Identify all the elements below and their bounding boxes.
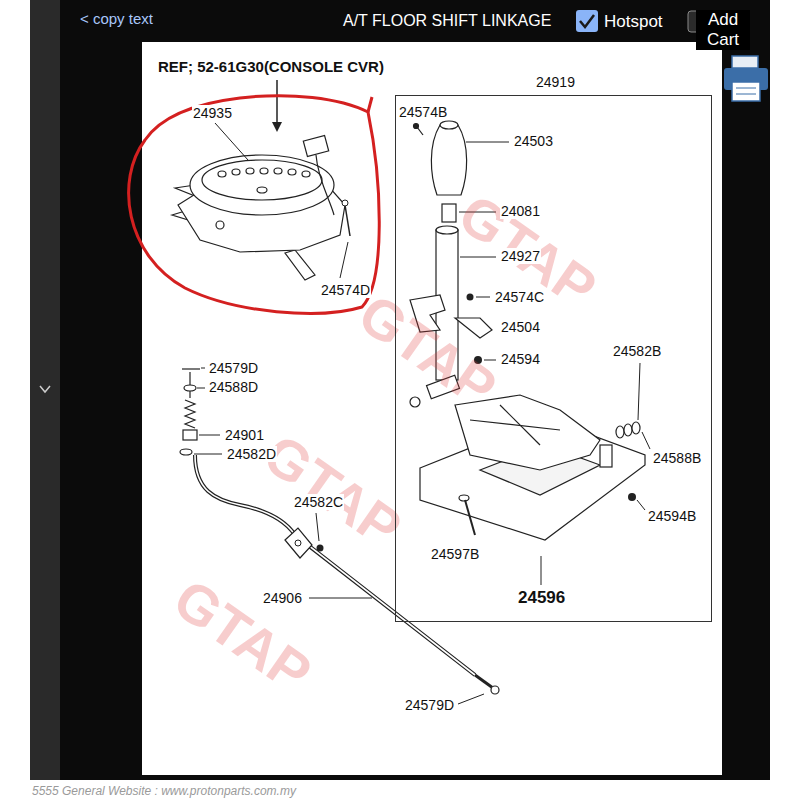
checkbox-label: Hotspot: [604, 12, 663, 32]
highlight-outline: 24935 24574D: [125, 95, 387, 320]
callout-number: 24579D: [404, 697, 455, 713]
callout-number: 24901: [224, 427, 265, 443]
callout-number: 24927: [500, 248, 541, 264]
callout-number: 24503: [513, 133, 554, 149]
callout-number: 24919: [535, 74, 576, 90]
callout-number: 24594: [500, 351, 541, 367]
callout-number: 24588B: [652, 450, 702, 466]
callout-number: 24935: [192, 105, 233, 121]
callout-number: 24574C: [494, 289, 545, 305]
callout-number: 24504: [500, 319, 541, 335]
callout-number: 24594B: [647, 508, 697, 524]
callout-number: 24579D: [208, 360, 259, 376]
reference-note: REF; 52-61G30(CONSOLE CVR): [157, 58, 385, 76]
callout-number: 24906: [262, 590, 303, 606]
callout-number: 24588D: [208, 379, 259, 395]
callout-number: 24081: [500, 203, 541, 219]
callout-number: 24582B: [612, 343, 662, 359]
callout-number: 24597B: [430, 546, 480, 562]
callout-number: 24582C: [293, 494, 344, 510]
callout-number: 24574B: [398, 104, 448, 120]
assembly-frame: 24919 24574B 24503 24081 24927 24574C 24504 245…: [395, 68, 712, 622]
page-title: A/T FLOOR SHIFT LINKAGE: [343, 11, 551, 30]
checkbox-label: Add Cart: [696, 10, 750, 50]
callout-number: 24596: [517, 588, 566, 608]
callout-number: 24574D: [320, 282, 371, 298]
frame-border: [395, 95, 712, 622]
callout-number: 24582D: [226, 446, 277, 462]
footer-text: 5555 General Website : www.protonparts.c…: [32, 784, 296, 798]
nav-link: < copy text: [80, 10, 153, 28]
